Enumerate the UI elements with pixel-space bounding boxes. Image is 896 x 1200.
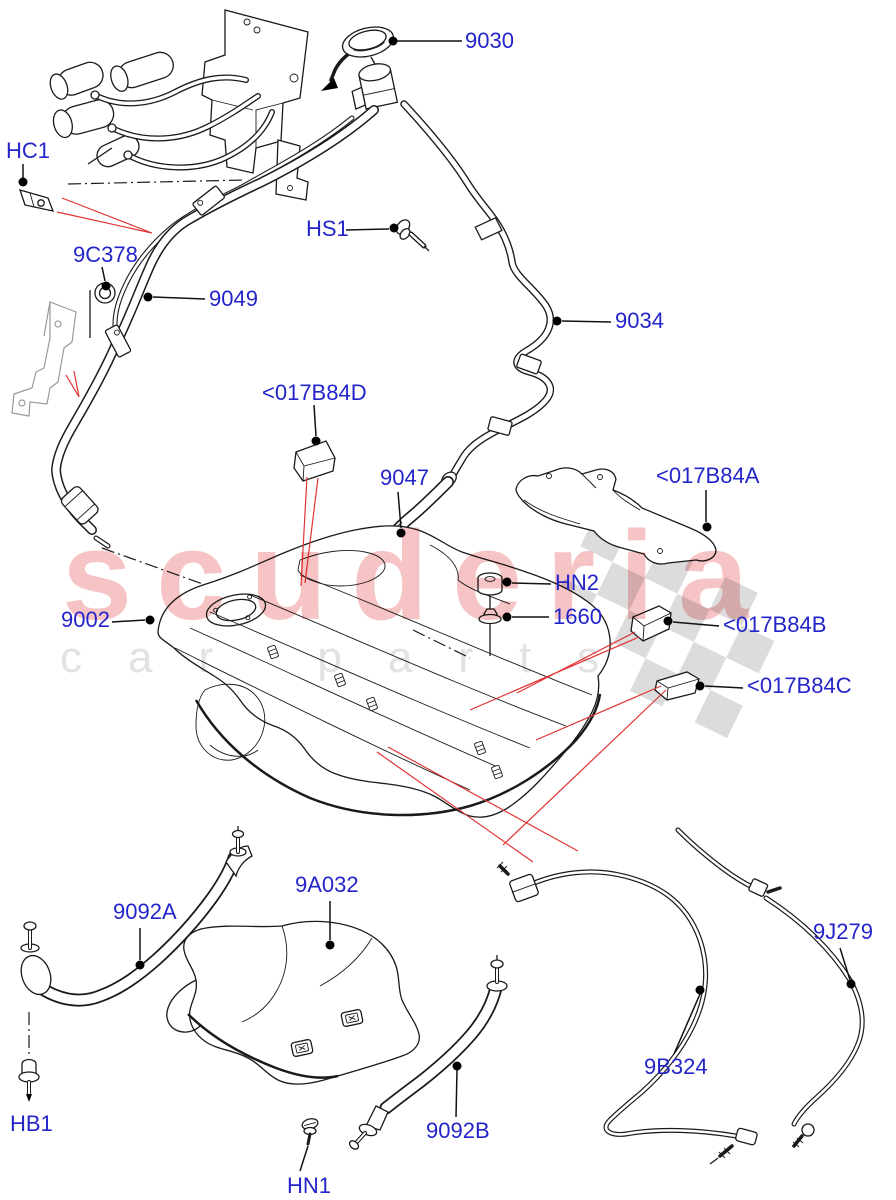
part-label-9b324[interactable]: 9B324 — [644, 1054, 708, 1079]
part-label-hc1[interactable]: HC1 — [6, 138, 51, 163]
hn2-grommet-drawing — [477, 572, 503, 610]
part-label-hb1[interactable]: HB1 — [10, 1111, 53, 1136]
leader-lines — [18, 36, 856, 1172]
insulator-pad-c-drawing — [654, 671, 700, 701]
part-label-hs1[interactable]: HS1 — [306, 216, 349, 241]
reference-dash-line-right — [412, 629, 471, 659]
part-label-9049[interactable]: 9049 — [209, 286, 258, 311]
fuel-lines-drawing — [496, 827, 865, 1165]
part-label-017b84d[interactable]: <017B84D — [262, 380, 367, 405]
part-label-9092b[interactable]: 9092B — [426, 1118, 490, 1143]
red-locator-lines — [56, 197, 667, 863]
part-label-1660[interactable]: 1660 — [553, 604, 602, 629]
insulator-pad-a-drawing — [515, 467, 717, 565]
part-label-017b84c[interactable]: <017B84C — [747, 673, 852, 698]
part-label-9034[interactable]: 9034 — [615, 308, 664, 333]
part-label-9047[interactable]: 9047 — [380, 465, 429, 490]
part-label-9030[interactable]: 9030 — [465, 28, 514, 53]
strap-9092b-drawing — [348, 955, 508, 1150]
reference-dash-line-top — [67, 179, 246, 185]
insulator-pad-d-drawing — [293, 440, 336, 482]
fuel-tank-drawing — [157, 525, 611, 818]
vent-tube-9034-drawing — [400, 100, 554, 484]
part-label-hn2[interactable]: HN2 — [555, 570, 600, 595]
hs1-bolt-drawing — [395, 219, 430, 252]
strap-9092a-drawing — [20, 826, 253, 1007]
hb1-bolt-drawing — [18, 1012, 40, 1102]
part-label-9002[interactable]: 9002 — [61, 607, 110, 632]
filler-pipe-drawing — [50, 105, 379, 549]
part-label-9c378[interactable]: 9C378 — [73, 242, 138, 267]
part-label-hn1[interactable]: HN1 — [287, 1173, 332, 1198]
evap-assembly-drawing — [49, 9, 309, 201]
insulator-pad-b-drawing — [630, 605, 672, 642]
heat-shield-drawing — [166, 920, 420, 1085]
part-label-9092a[interactable]: 9092A — [113, 899, 177, 924]
washer-1660-drawing — [478, 608, 502, 656]
part-label-017b84a[interactable]: <017B84A — [656, 463, 760, 488]
hc1-clip-drawing — [18, 189, 55, 212]
hn1-screw-drawing — [301, 1118, 319, 1146]
fuel-cap-drawing — [321, 26, 399, 110]
part-label-9a032[interactable]: 9A032 — [295, 872, 359, 897]
part-label-9j279[interactable]: 9J279 — [813, 919, 873, 944]
part-label-017b84b[interactable]: <017B84B — [723, 612, 827, 637]
bracket-drawing — [11, 301, 77, 417]
